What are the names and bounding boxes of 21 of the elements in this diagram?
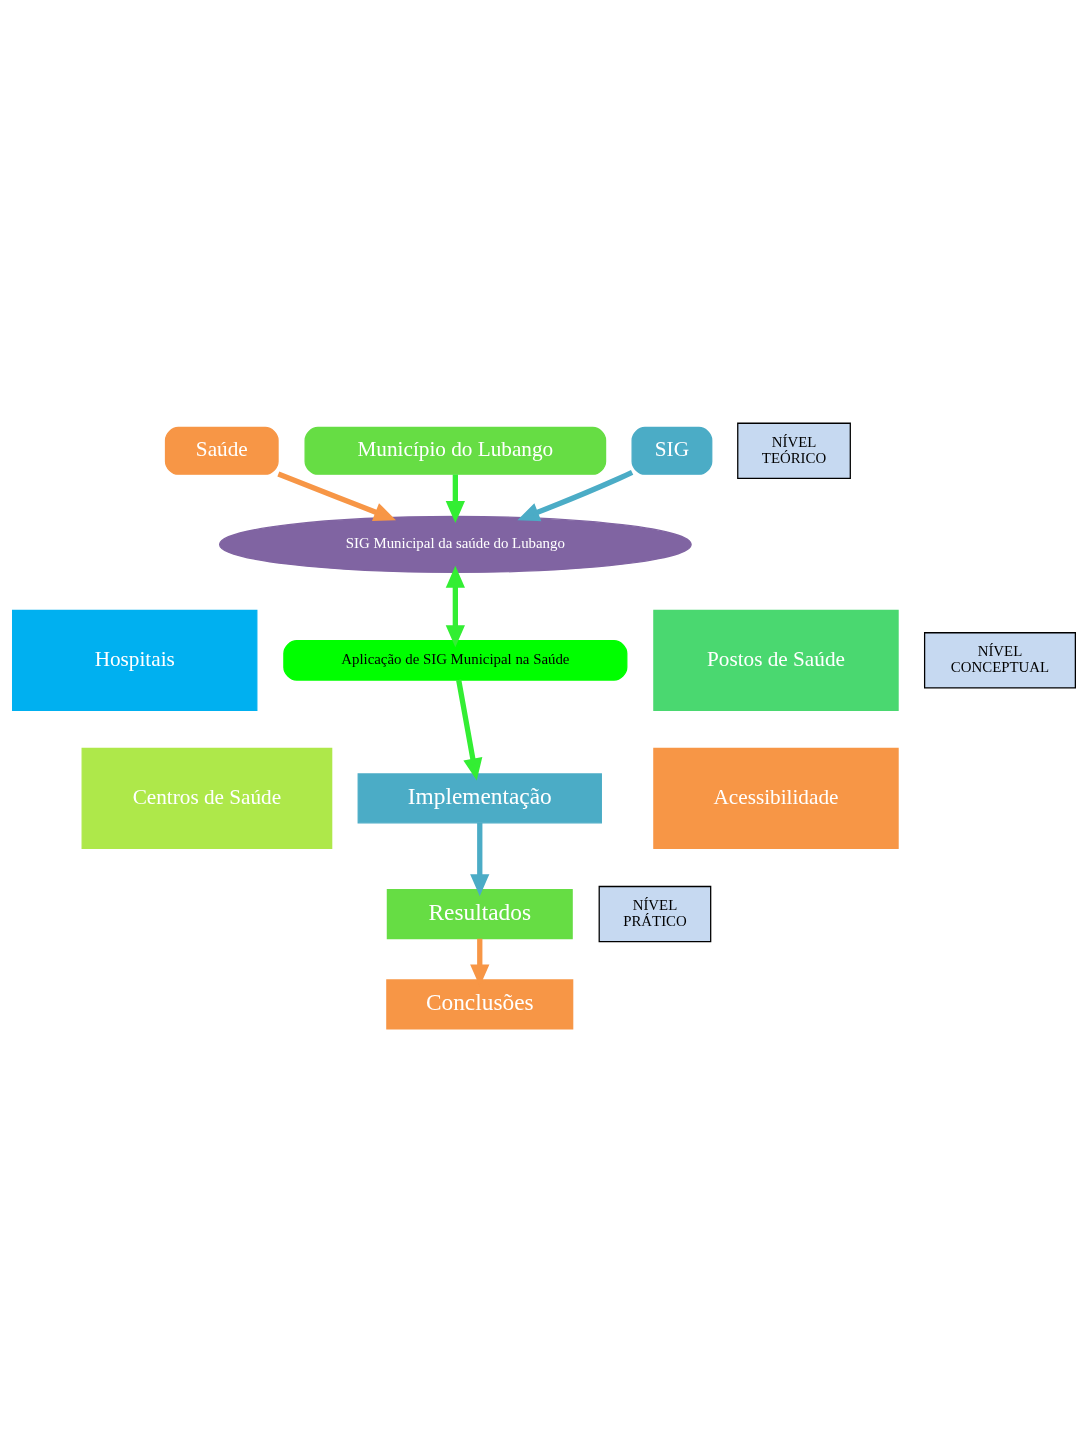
node-box: Conclusões	[386, 979, 574, 1030]
node-box: Acessibilidade	[653, 747, 899, 849]
arrow	[277, 471, 396, 522]
node-box: Centros de Saúde	[81, 747, 333, 849]
node-box: Hospitais	[12, 609, 258, 711]
arrow	[517, 469, 634, 522]
node-box: Implementação	[357, 773, 602, 824]
node-box: NÍVEL TEÓRICO	[737, 422, 851, 480]
arrow	[445, 565, 465, 648]
arrow	[470, 822, 490, 897]
node-box: SIG	[631, 426, 713, 475]
node-box: Postos de Saúde	[653, 609, 899, 711]
arrow	[445, 474, 465, 524]
node-box: NÍVEL CONCEPTUAL	[923, 632, 1076, 689]
arrow	[456, 679, 483, 781]
node-box: Município do Lubango	[304, 426, 607, 475]
node-box: NÍVEL PRÁTICO	[598, 885, 712, 943]
node-ellipse: SIG Municipal da saúde do Lubango	[218, 515, 692, 574]
node-box: Resultados	[386, 889, 573, 940]
node-box: Saúde	[164, 426, 279, 475]
node-box: Aplicação de SIG Municipal na Saúde	[283, 640, 628, 681]
